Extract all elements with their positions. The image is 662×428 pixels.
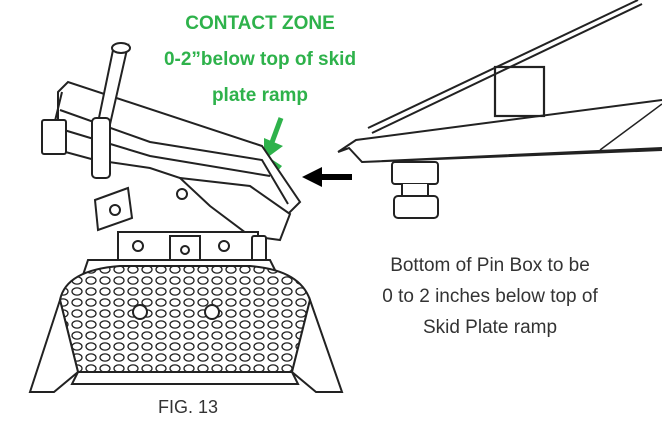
- pin-box-note: Bottom of Pin Box to be 0 to 2 inches be…: [350, 250, 630, 343]
- release-handle: [91, 42, 131, 179]
- pin-box-note-line1: Bottom of Pin Box to be: [390, 255, 590, 276]
- contact-zone-line3: plate ramp: [211, 85, 309, 106]
- kingpin: [391, 161, 439, 219]
- figure-label: FIG. 13: [157, 397, 219, 417]
- contact-zone-line1: CONTACT ZONE: [185, 13, 335, 34]
- hitch-head: [41, 80, 302, 242]
- pin-box: [337, 0, 662, 164]
- direction-arrow: [302, 167, 352, 187]
- pin-box-note-line2: 0 to 2 inches below top of: [382, 286, 598, 307]
- base-legs: [28, 296, 344, 393]
- pin-box-note-line3: Skid Plate ramp: [422, 317, 558, 338]
- base-platform: [58, 265, 312, 373]
- contact-zone-label: CONTACT ZONE 0-2”below top of skid plate…: [130, 6, 390, 114]
- contact-zone-line2: 0-2”below top of skid: [163, 49, 357, 70]
